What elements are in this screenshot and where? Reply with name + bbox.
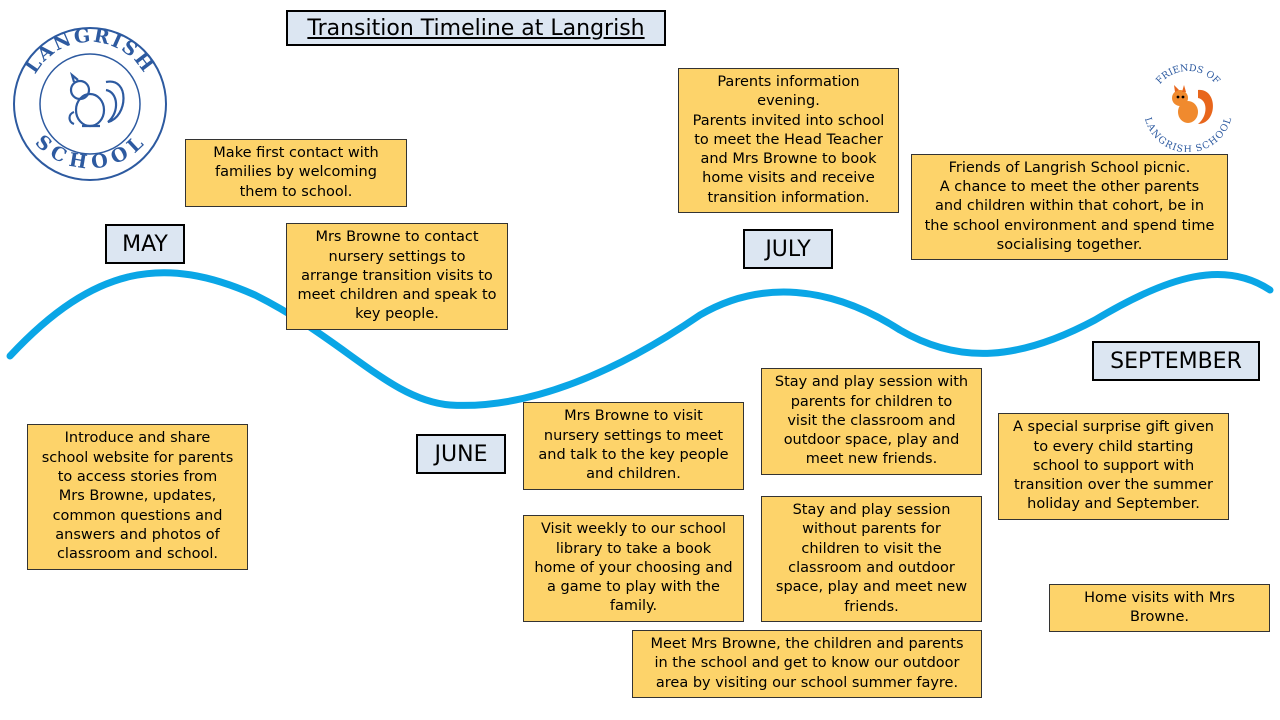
note-info-evening: Parents information evening. Parents inv…: [678, 68, 899, 213]
school-logo: LANGRISH SCHOOL: [10, 22, 170, 187]
squirrel-icon: [68, 71, 125, 128]
note-play-without-parents: Stay and play session without parents fo…: [761, 496, 982, 622]
month-july: JULY: [743, 229, 833, 269]
month-may: MAY: [105, 224, 185, 264]
squirrel-icon: [1172, 85, 1213, 124]
note-first-contact: Make first contact with families by welc…: [185, 139, 407, 207]
note-picnic: Friends of Langrish School picnic. A cha…: [911, 154, 1228, 260]
note-visit-nursery: Mrs Browne to visit nursery settings to …: [523, 402, 744, 490]
note-contact-nursery: Mrs Browne to contact nursery settings t…: [286, 223, 508, 330]
month-june: JUNE: [416, 434, 506, 474]
friends-logo: FRIENDS OF LANGRISH SCHOOL: [1142, 62, 1234, 156]
note-website: Introduce and share school website for p…: [27, 424, 248, 570]
note-play-with-parents: Stay and play session with parents for c…: [761, 368, 982, 475]
note-fayre: Meet Mrs Browne, the children and parent…: [632, 630, 982, 698]
month-september: SEPTEMBER: [1092, 341, 1260, 381]
note-home-visits: Home visits with Mrs Browne.: [1049, 584, 1270, 632]
note-gift: A special surprise gift given to every c…: [998, 413, 1229, 520]
note-library: Visit weekly to our school library to ta…: [523, 515, 744, 622]
page-title: Transition Timeline at Langrish: [286, 10, 666, 46]
